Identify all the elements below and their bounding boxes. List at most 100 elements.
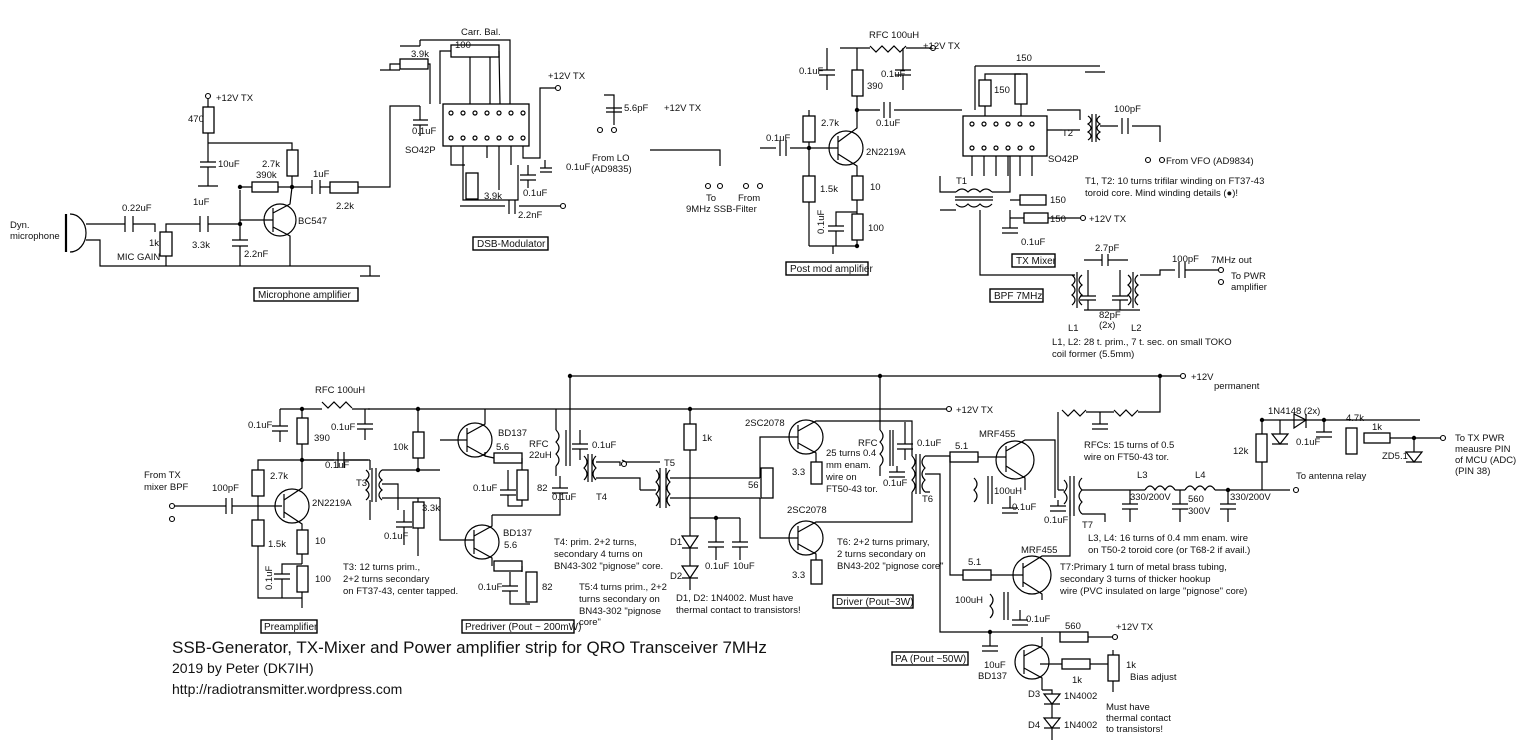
rfc-22u-val: 22uH xyxy=(529,450,552,461)
c-01-post-c: 0.1uF xyxy=(876,118,900,129)
r-1k-bias-a: 1k xyxy=(1072,675,1082,686)
c-1u-a: 1uF xyxy=(193,197,210,208)
v12-lo: +12V TX xyxy=(664,103,702,114)
driver-label: Driver (Pout~3W) xyxy=(836,597,914,608)
d4-label: D4 xyxy=(1028,720,1040,731)
v12-mic: +12V TX xyxy=(216,93,254,104)
mcu-label-2: meausre PIN xyxy=(1455,444,1511,455)
r-100-pre: 100 xyxy=(315,574,331,585)
d-note-1: D1, D2: 1N4002. Must have xyxy=(676,593,793,604)
r-150-b: 150 xyxy=(994,85,1010,96)
predriver-label: Predriver (Pout ~ 200mW) xyxy=(465,622,581,633)
c-01-post-e: 0.1uF xyxy=(816,210,827,234)
mcu-label-1: To TX PWR xyxy=(1455,433,1505,444)
c-10u-pa: 10uF xyxy=(984,660,1006,671)
c-560: 560 xyxy=(1188,494,1204,505)
bpf-section: 2.7pF 100pF 7MHz out To PWR amplifier 82… xyxy=(979,210,1267,360)
l4-label: L4 xyxy=(1195,470,1206,481)
c-330-b: 330/200V xyxy=(1230,492,1271,503)
r-2k7-pre: 2.7k xyxy=(270,471,288,482)
q-2sc2078-b: 2SC2078 xyxy=(787,505,827,516)
r-10k-predrv: 10k xyxy=(393,442,409,453)
r-2k7: 2.7k xyxy=(262,159,280,170)
q-bc547: BC547 xyxy=(298,216,327,227)
r-10-post: 10 xyxy=(870,182,881,193)
c-01u-dsb-b: 0.1uF xyxy=(523,188,547,199)
t7-note-2: secondary 3 turns of thicker hookup xyxy=(1060,574,1211,585)
r-100-post: 100 xyxy=(868,223,884,234)
mic-gain-label: MIC GAIN xyxy=(117,252,160,263)
t4-label: T4 xyxy=(596,492,607,503)
transistor-bd137-c xyxy=(1014,644,1050,680)
perm-label: permanent xyxy=(1214,381,1260,392)
c-01-predrv-c: 0.1uF xyxy=(592,440,616,451)
c-01-bias: 0.1uF xyxy=(705,561,729,572)
mic-label-1: Dyn. xyxy=(10,220,30,231)
to-pwr-2: amplifier xyxy=(1231,282,1267,293)
mrf455-b-label: MRF455 xyxy=(1021,545,1057,556)
zd-5v1: ZD5.1 xyxy=(1382,451,1408,462)
t2-label: T2 xyxy=(1062,128,1073,139)
transistor-mrf455-a xyxy=(995,440,1035,480)
from-label: From xyxy=(738,193,760,204)
r-470: 470 xyxy=(188,114,204,125)
tx-mixer-section: 150 150 SO42P T2 100pF From VFO (AD9834)… xyxy=(939,53,1264,268)
r-5r1-a: 5.1 xyxy=(955,441,968,452)
c-100p-bpf: 100pF xyxy=(1172,254,1199,265)
r-150-c: 150 xyxy=(1050,195,1066,206)
rfcs-note-2: wire on FT50-43 tor. xyxy=(1083,452,1169,463)
to-filter-1: To xyxy=(706,193,716,204)
preamp-label: Preamplifier xyxy=(264,622,318,633)
microphone-amplifier-section: Dyn. microphone 0.22uF 1k MIC GAIN 1uF 3… xyxy=(10,92,420,302)
c-2n2: 2.2nF xyxy=(244,249,268,260)
v12-post: +12V TX xyxy=(923,41,961,52)
predriver-section: 10k 3.3k 0.1uF BD137 5.6 82 0.1uF RFC 22… xyxy=(384,376,667,634)
l-note-1: L1, L2: 28 t. prim., 7 t. sec. on small … xyxy=(1052,337,1232,348)
bias-label: Bias adjust xyxy=(1130,672,1177,683)
c-10u-bias: 10uF xyxy=(733,561,755,572)
pa-section: 5.1 MRF455 100uH 0.1uF 5.1 MRF455 100uH … xyxy=(891,376,1516,740)
c-2p7: 2.7pF xyxy=(1095,243,1119,254)
d2-label: D2 xyxy=(670,571,682,582)
rfc-100u-pre: RFC 100uH xyxy=(315,385,365,396)
l-100u-b: 100uH xyxy=(955,595,983,606)
mrf455-a-label: MRF455 xyxy=(979,429,1015,440)
t5-bias-section: T5 1k D1 D2 0.1uF 10uF D1, D2: 1N4002. M… xyxy=(640,409,801,616)
c-2n2-dsb: 2.2nF xyxy=(518,210,542,221)
block-label-mixer xyxy=(1011,253,1056,268)
antenna-label: To antenna relay xyxy=(1296,471,1366,482)
microphone-capsule xyxy=(69,213,87,253)
rfc-100u-label: RFC 100uH xyxy=(869,30,919,41)
r-82-b: 82 xyxy=(542,582,553,593)
t5-note-1: T5:4 turns prim., 2+2 xyxy=(579,582,667,593)
t7-label: T7 xyxy=(1082,520,1093,531)
t4-note-1: T4: prim. 2+2 turns, xyxy=(554,537,637,548)
q-post: 2N2219A xyxy=(866,147,906,158)
r-2k2: 2.2k xyxy=(336,201,354,212)
title-block: SSB-Generator, TX-Mixer and Power amplif… xyxy=(172,638,767,697)
lo-label-2: (AD9835) xyxy=(591,164,632,175)
t-note-2: toroid core. Mind winding details (●)! xyxy=(1085,188,1238,199)
url-line: http://radiotransmitter.wordpress.com xyxy=(172,681,402,697)
t3-label: T3 xyxy=(356,478,367,489)
c-01-pre-a: 0.1uF xyxy=(248,420,272,431)
r-390-pre: 390 xyxy=(314,433,330,444)
preamplifier-section: RFC 100uH 0.1uF 390 0.1uF From TX mixer … xyxy=(144,385,458,634)
t3-note-2: 2+2 turns secondary xyxy=(343,574,430,585)
d3-part: 1N4002 xyxy=(1064,691,1097,702)
r-5r1-b: 5.1 xyxy=(968,557,981,568)
l-100u-a: 100uH xyxy=(994,486,1022,497)
lpf-note-1: L3, L4: 16 turns of 0.4 mm enam. wire xyxy=(1088,533,1248,544)
r-560: 560 xyxy=(1065,621,1081,632)
q-bd137-a: BD137 xyxy=(498,428,527,439)
to-filter-2: 9MHz SSB-Filter xyxy=(686,204,757,215)
c-01-pre-b: 0.1uF xyxy=(331,422,355,433)
rfc-note-1: 25 turns 0.4 xyxy=(826,448,876,459)
c-01-meas: 0.1uF xyxy=(1296,437,1320,448)
c-01-drv-b: 0.1uF xyxy=(883,478,907,489)
transistor-bd137-b xyxy=(464,524,500,560)
c-01-drv-a: 0.1uF xyxy=(917,438,941,449)
r-3r3-a: 3.3 xyxy=(792,467,805,478)
post-mod-amplifier-section: RFC 100uH +12V TX 0.1uF 390 0.1uF 0.1uF … xyxy=(760,30,962,276)
c-01-pre-d: 0.1uF xyxy=(264,566,275,590)
